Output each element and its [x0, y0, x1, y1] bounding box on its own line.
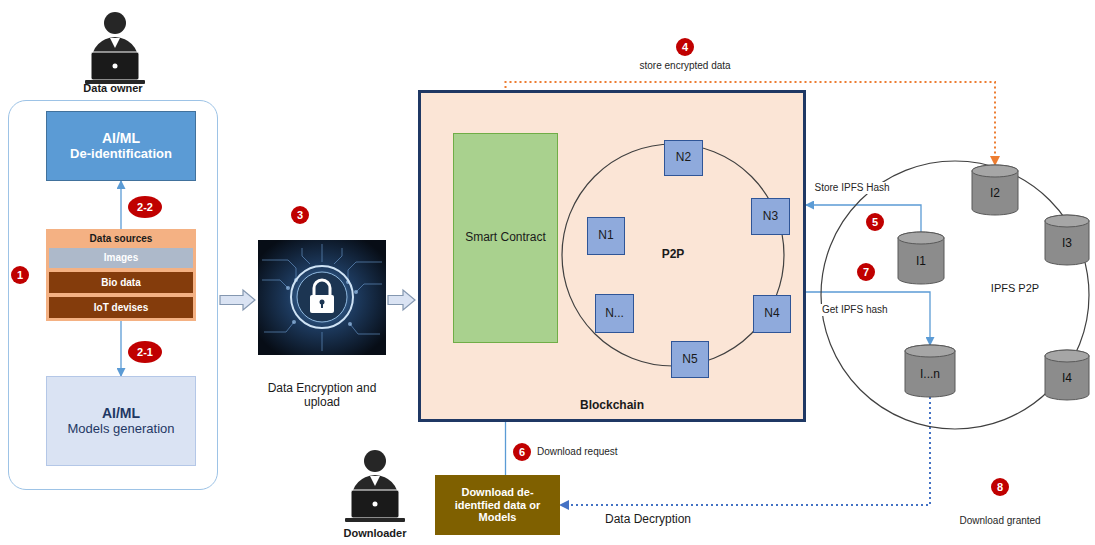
cylinder-top: [1045, 215, 1089, 227]
node-title: IoT devises: [94, 302, 148, 314]
callout-number: 7: [857, 263, 875, 281]
callout-number: 4: [676, 38, 694, 56]
callout-number: 2-2: [128, 196, 162, 218]
node-title: AI/ML: [102, 130, 140, 146]
node-title: Bio data: [101, 277, 140, 289]
callout-number: 3: [291, 206, 309, 224]
edge-label: store encrypted data: [638, 60, 733, 72]
node-title: I3: [1062, 237, 1072, 251]
cylinder-body: [1045, 215, 1089, 265]
source-band: Images: [49, 248, 193, 268]
node-title: N4: [764, 307, 779, 321]
step-note: Data Decryption: [605, 513, 691, 527]
callout-number: 1: [11, 266, 29, 284]
callout-number: 6: [513, 443, 531, 461]
ipfs-ring: IPFS P2P I1 I2I3I4 I...n: [820, 160, 1090, 430]
blockchain-panel: Blockchain Smart ContractP2P N1 N2N3N4N5 N..…: [418, 90, 806, 422]
encryption-picture: [258, 240, 386, 355]
node-title: AI/ML: [102, 405, 140, 421]
peer-node: N5: [671, 341, 709, 378]
contract-box: Smart Contract: [453, 133, 558, 343]
cylinder-top: [905, 345, 955, 357]
node-title: I1: [916, 255, 926, 269]
cylinder-body: [905, 345, 955, 397]
cylinder-body: [972, 165, 1018, 215]
node-title: Data owner: [9, 82, 217, 95]
cylinder-top: [898, 232, 944, 244]
node-title: N...: [605, 307, 624, 321]
peer-node: N2: [664, 140, 703, 176]
data-owner-icon: [85, 12, 145, 84]
node-title: Smart Contract: [465, 231, 546, 245]
callout-number: 2-1: [128, 341, 162, 363]
source-band: Bio data: [49, 272, 193, 293]
edge-label: Download granted: [958, 515, 1043, 527]
flow-arrow: [120, 181, 121, 229]
peer-node: N...: [595, 294, 634, 333]
source-group: Data sourcesImagesBio dataIoT devises: [46, 229, 196, 321]
node-title: N1: [598, 229, 613, 243]
node-title: N5: [682, 353, 697, 367]
peer-node: N3: [751, 198, 790, 235]
storage-cylinder: I4: [1045, 350, 1089, 400]
edge-label: Get IPFS hash: [820, 304, 890, 316]
callout-number: 8: [991, 478, 1009, 496]
block-arrow: [388, 290, 415, 310]
encryption-step: Data Encryption and upload: [258, 240, 386, 410]
node-title: Blockchain: [580, 399, 644, 413]
peer-node: N4: [753, 295, 791, 333]
process-box: AI/MLDe-identification: [46, 111, 196, 181]
flow-arrow: [806, 205, 921, 232]
storage-cylinder: I2: [972, 165, 1018, 215]
flow-arrow: [806, 292, 930, 345]
node-title: I2: [990, 187, 1000, 201]
node-text: De-identification: [70, 147, 172, 162]
edge-label: Store IPFS Hash: [813, 182, 892, 194]
cylinder-body: [898, 232, 944, 284]
cylinder-top: [972, 165, 1018, 177]
owner-panel: Data ownerAI/MLDe-identificationData sou…: [8, 100, 218, 490]
process-box: AI/MLModels generation: [46, 376, 196, 466]
node-title: N3: [763, 210, 778, 224]
peer-node: N1: [587, 217, 625, 255]
storage-cylinder: I1: [898, 232, 944, 284]
storage-cylinder: I...n: [905, 345, 955, 397]
downloader-icon: [345, 450, 405, 522]
node-title: Download de-identfied data or Models: [439, 486, 556, 524]
download-box: Download de-identfied data or Models: [435, 475, 560, 535]
node-title: P2P: [662, 248, 685, 262]
node-title: Data sources: [90, 233, 153, 245]
node-title: Data Encryption and upload: [258, 382, 386, 410]
edge-label: Download request: [535, 446, 620, 458]
p2p-ring: P2P N1 N2N3N4N5 N...: [561, 143, 785, 367]
actor-label: Downloader: [344, 527, 407, 540]
flow-arrow: [120, 321, 121, 376]
block-arrow: [220, 290, 255, 310]
node-title: N2: [676, 151, 691, 165]
ring-line: [821, 161, 1089, 429]
callout-number: 5: [866, 213, 884, 231]
cylinder-body: [1045, 350, 1089, 400]
node-text: Models generation: [68, 422, 175, 437]
node-title: Images: [104, 252, 138, 264]
node-title: IPFS P2P: [991, 282, 1039, 295]
ring-line: [562, 144, 784, 366]
source-band: IoT devises: [49, 297, 193, 318]
storage-cylinder: I3: [1045, 215, 1089, 265]
cylinder-top: [1045, 350, 1089, 362]
node-title: I...n: [920, 368, 940, 382]
node-title: I4: [1062, 372, 1072, 386]
